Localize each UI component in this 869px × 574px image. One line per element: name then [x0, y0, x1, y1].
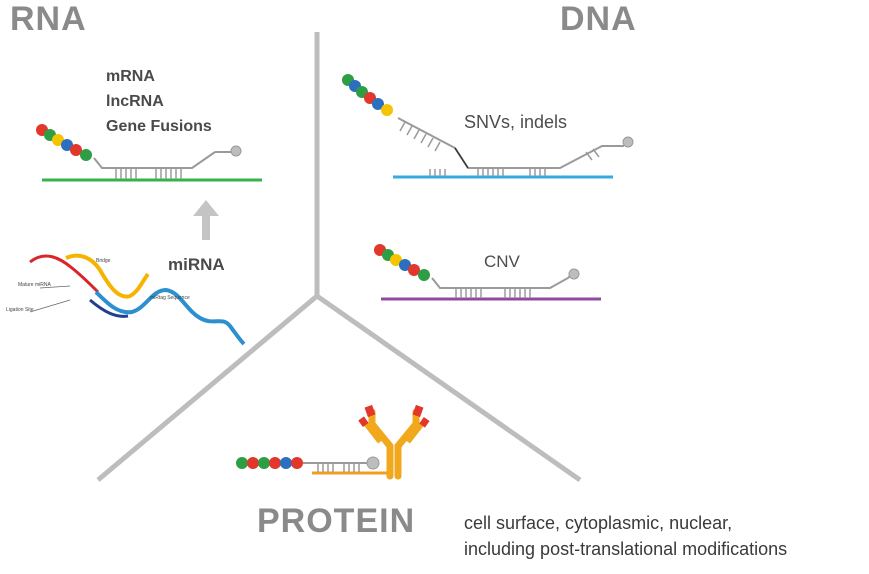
snv-label: SNVs, indels [464, 112, 568, 132]
up-arrow-icon [193, 200, 219, 240]
protein-description-line-1: cell surface, cytoplasmic, nuclear, [464, 513, 733, 533]
rna-barcode-beads [36, 124, 92, 161]
mature-mirna-strand [29, 254, 100, 294]
rna-target-lncrna: lncRNA [106, 93, 164, 110]
snv-probe [342, 74, 634, 179]
rna-probe-ticks [115, 169, 182, 179]
probe-end-circle [366, 456, 380, 470]
mirna-mature-label: Mature miRNA [18, 282, 51, 288]
snv-barcode-beads [342, 74, 393, 116]
rna-target-mrna: mRNA [106, 68, 155, 85]
snv-ticks [399, 121, 600, 176]
protein-probe [236, 404, 430, 480]
heading-rna: RNA [10, 0, 87, 38]
bridge-strand [65, 253, 150, 299]
cnv-probe [374, 244, 601, 301]
rna-target-list: mRNA lncRNA Gene Fusions [106, 64, 212, 139]
divider-right [315, 293, 582, 483]
mirna-label: miRNA [168, 255, 225, 274]
protein-barcode-beads [236, 457, 303, 469]
heading-protein: PROTEIN [257, 502, 416, 540]
heading-dna: DNA [560, 0, 637, 38]
mirna-ligation-label: Ligation Site [6, 307, 34, 313]
probe-end-circle [622, 136, 634, 148]
antibody-icon [358, 404, 430, 480]
cnv-ticks [455, 289, 531, 298]
mirna-mirtag-label: miRtag Sequence [150, 295, 190, 301]
protein-description: cell surface, cytoplasmic, nuclear, incl… [464, 510, 787, 562]
rna-probe [36, 124, 262, 182]
rna-target-gene-fusions: Gene Fusions [106, 118, 212, 135]
mirtag-strand [94, 287, 246, 346]
section-dividers [96, 32, 582, 483]
probe-end-circle [568, 268, 580, 280]
mirna-bridge-label: Bridge [96, 258, 111, 264]
divider-left [96, 294, 319, 482]
cnv-barcode-beads [374, 244, 430, 281]
protein-description-line-2: including post-translational modificatio… [464, 539, 788, 559]
mirna-diagram [29, 253, 246, 346]
mirtag-dark-strand [89, 298, 129, 318]
probe-end-circle [230, 145, 242, 157]
cnv-label: CNV [484, 252, 520, 271]
